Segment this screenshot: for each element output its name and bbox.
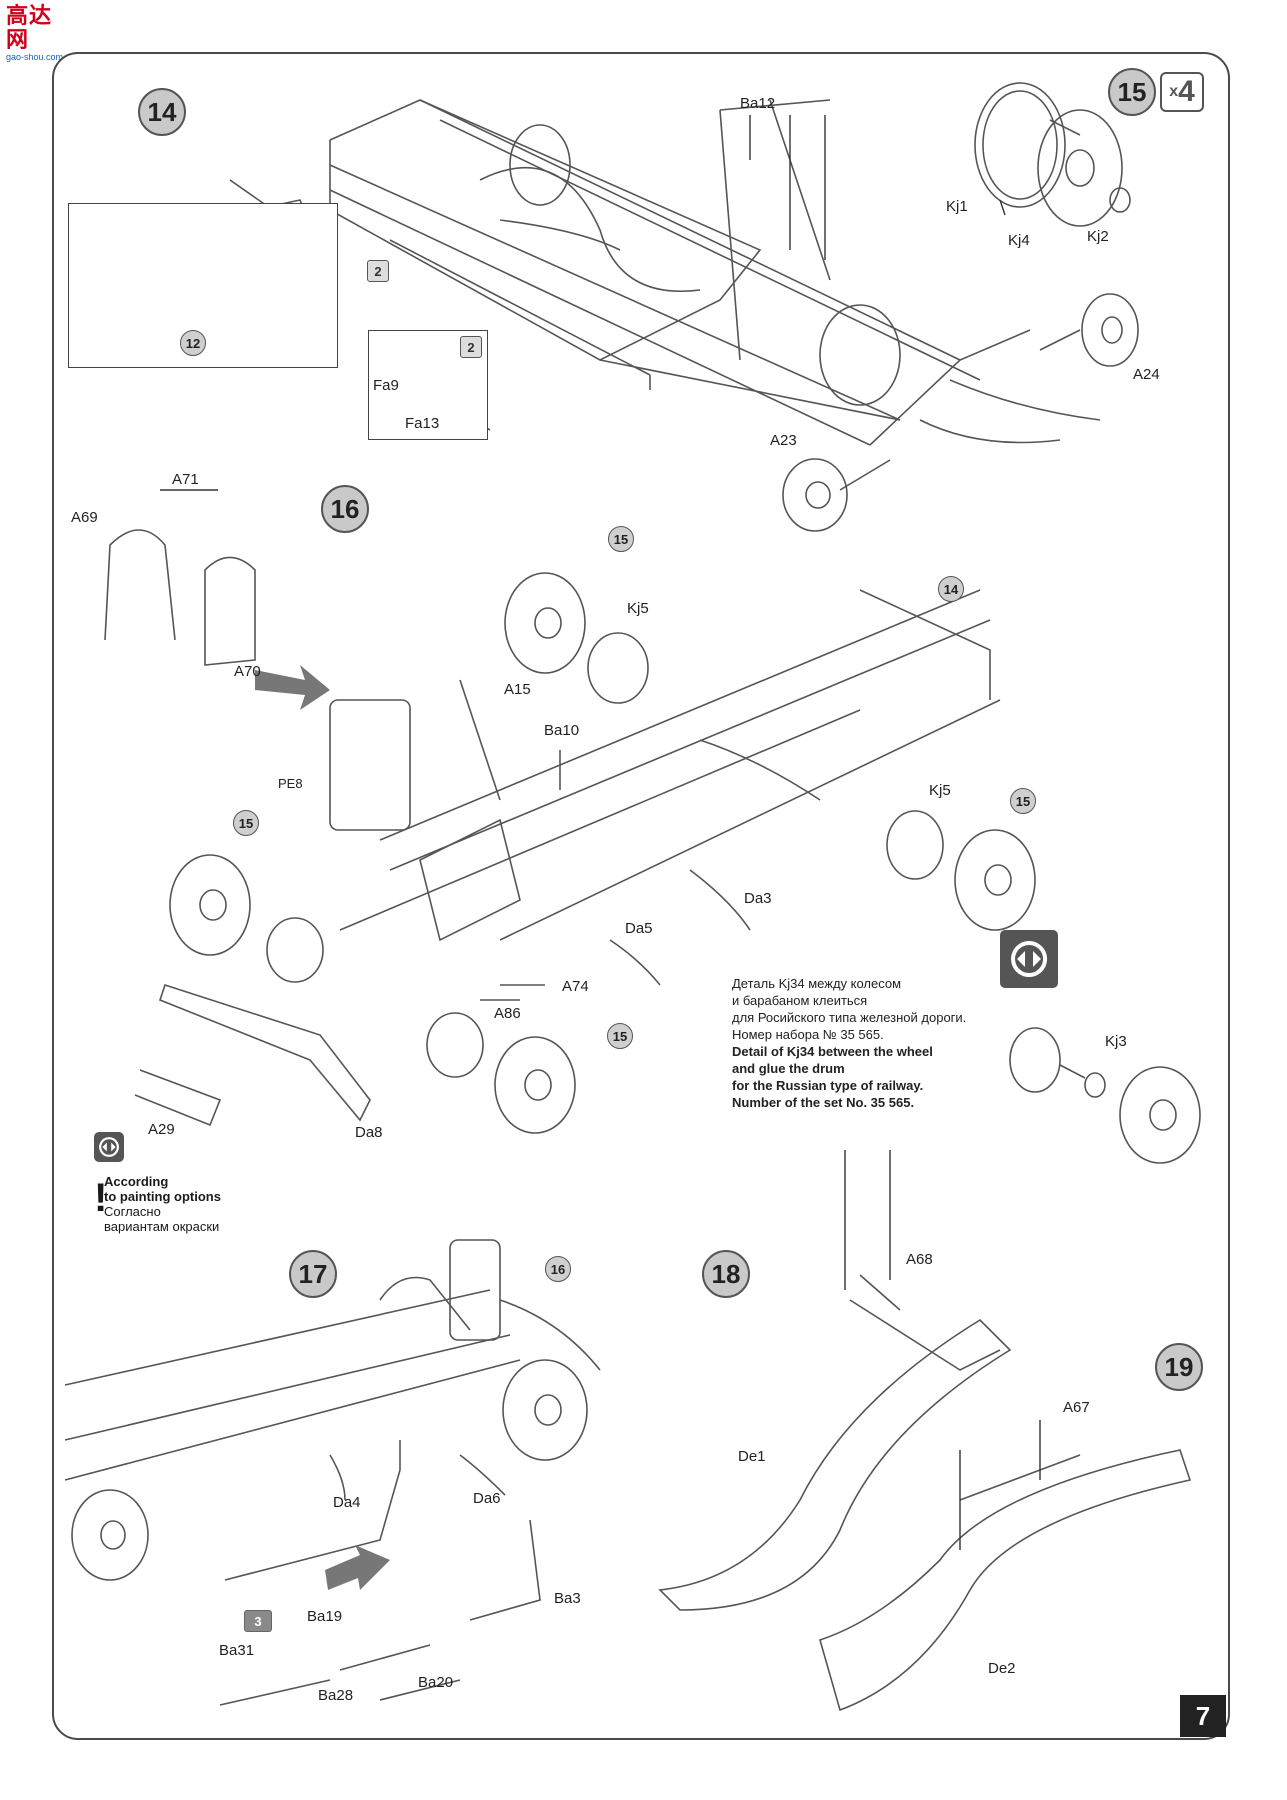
part-label-A24: A24 <box>1133 366 1160 383</box>
ref-step-15: 15 <box>1010 788 1036 814</box>
part-label-A74: A74 <box>562 978 589 995</box>
painting-option-icon <box>94 1132 124 1162</box>
part-label-A86: A86 <box>494 1005 521 1022</box>
part-label-Kj3: Kj3 <box>1105 1033 1127 1050</box>
part-label-Fa13: Fa13 <box>405 415 440 432</box>
direction-arrows <box>255 665 390 1590</box>
ref-step-15: 15 <box>608 526 634 552</box>
painting-ru-line: Согласно <box>104 1204 161 1219</box>
step-14-marker: 14 <box>138 88 186 136</box>
part-label-Ba31: Ba31 <box>219 1642 255 1659</box>
step16-drawing <box>104 529 1036 1134</box>
part-label-A29: A29 <box>148 1121 175 1138</box>
part-label-A69: A69 <box>71 509 98 526</box>
page-number: 7 <box>1180 1695 1226 1737</box>
note-ru-line: Деталь Kj34 между колесом <box>732 976 902 991</box>
painting-ru-line: вариантам окраски <box>104 1219 220 1234</box>
part-label-Kj5: Kj5 <box>929 782 951 799</box>
step-19-marker: 19 <box>1155 1343 1203 1391</box>
quantity-box: 2 <box>460 336 482 358</box>
kj3-detail-drawing <box>1009 1027 1201 1164</box>
multiplier-count: 4 <box>1178 75 1195 108</box>
step-18-marker: 18 <box>702 1250 750 1298</box>
quantity-box: 2 <box>367 260 389 282</box>
part-label-Da5: Da5 <box>625 920 653 937</box>
part-label-De1: De1 <box>738 1448 766 1465</box>
part-label-Da8: Da8 <box>355 1124 383 1141</box>
part-label-Da3: Da3 <box>744 890 772 907</box>
ref-step-15: 15 <box>607 1023 633 1049</box>
site-logo-text: 高达网 <box>6 3 53 52</box>
part-label-Da4: Da4 <box>333 1494 361 1511</box>
part-label-Ba3: Ba3 <box>554 1590 581 1607</box>
part-label-A67: A67 <box>1063 1399 1090 1416</box>
note-en-line: Number of the set No. 35 565. <box>732 1095 915 1110</box>
part-label-Ba20: Ba20 <box>418 1674 454 1691</box>
step14-wheels-drawing <box>782 293 1139 532</box>
note-en-line: for the Russian type of railway. <box>732 1078 924 1093</box>
kj34-detail-note: Деталь Kj34 между колесом и барабаном кл… <box>732 975 1012 1111</box>
part-label-Ba10: Ba10 <box>544 722 580 739</box>
site-logo-url: gao-shou.com <box>6 52 64 62</box>
callout-arrows <box>160 115 1041 1550</box>
ref-step-12: 12 <box>180 330 206 356</box>
part-label-Kj2: Kj2 <box>1087 228 1109 245</box>
note-ru-line: Номер набора № 35 565. <box>732 1027 884 1042</box>
part-label-A71: A71 <box>172 471 199 488</box>
note-en-line: Detail of Kj34 between the wheel <box>732 1044 933 1059</box>
ref-step-16: 16 <box>545 1256 571 1282</box>
multiplier-x: x <box>1169 83 1179 100</box>
step14-chassis-drawing <box>329 99 1101 446</box>
quantity-box: 3 <box>244 1610 272 1632</box>
part-label-Kj1: Kj1 <box>946 198 968 215</box>
part-label-De2: De2 <box>988 1660 1016 1677</box>
ref-step-14: 14 <box>938 576 964 602</box>
part-label-Fa9: Fa9 <box>373 377 399 394</box>
step-17-marker: 17 <box>289 1250 337 1298</box>
note-en-line: and glue the drum <box>732 1061 845 1076</box>
part-label-Ba19: Ba19 <box>307 1608 343 1625</box>
part-label-A15: A15 <box>504 681 531 698</box>
quantity-multiplier-badge: x 4 <box>1160 72 1204 112</box>
part-label-A23: A23 <box>770 432 797 449</box>
part-label-Ba12: Ba12 <box>740 95 776 112</box>
step15-wheel-drawing <box>974 82 1131 227</box>
note-ru-line: для Росийского типа железной дороги. <box>732 1010 967 1025</box>
step19-fender-drawing <box>819 1449 1192 1712</box>
painting-note-text: According to painting options Согласно в… <box>104 1174 221 1234</box>
part-label-A70: A70 <box>234 663 261 680</box>
part-label-A68: A68 <box>906 1251 933 1268</box>
part-label-Kj4: Kj4 <box>1008 232 1030 249</box>
painting-en-line: to painting options <box>104 1189 221 1204</box>
part-label-Ba28: Ba28 <box>318 1687 354 1704</box>
part-label-Da6: Da6 <box>473 1490 501 1507</box>
step-15-marker: 15 <box>1108 68 1156 116</box>
instruction-page-frame <box>52 52 1230 1740</box>
part-label-Kj5: Kj5 <box>627 600 649 617</box>
ref-step-15: 15 <box>233 810 259 836</box>
step17-drawing <box>64 1239 601 1706</box>
painting-en-line: According <box>104 1174 169 1189</box>
site-logo: 高达网 gao-shou.com <box>6 4 70 63</box>
painting-option-icon <box>1000 930 1058 988</box>
note-ru-line: и барабаном клеиться <box>732 993 868 1008</box>
warning-exclamation-icon: ! <box>94 1176 108 1220</box>
step18-fender-drawing <box>658 1274 1012 1611</box>
part-label-PE8: PE8 <box>278 776 303 791</box>
step-16-marker: 16 <box>321 485 369 533</box>
